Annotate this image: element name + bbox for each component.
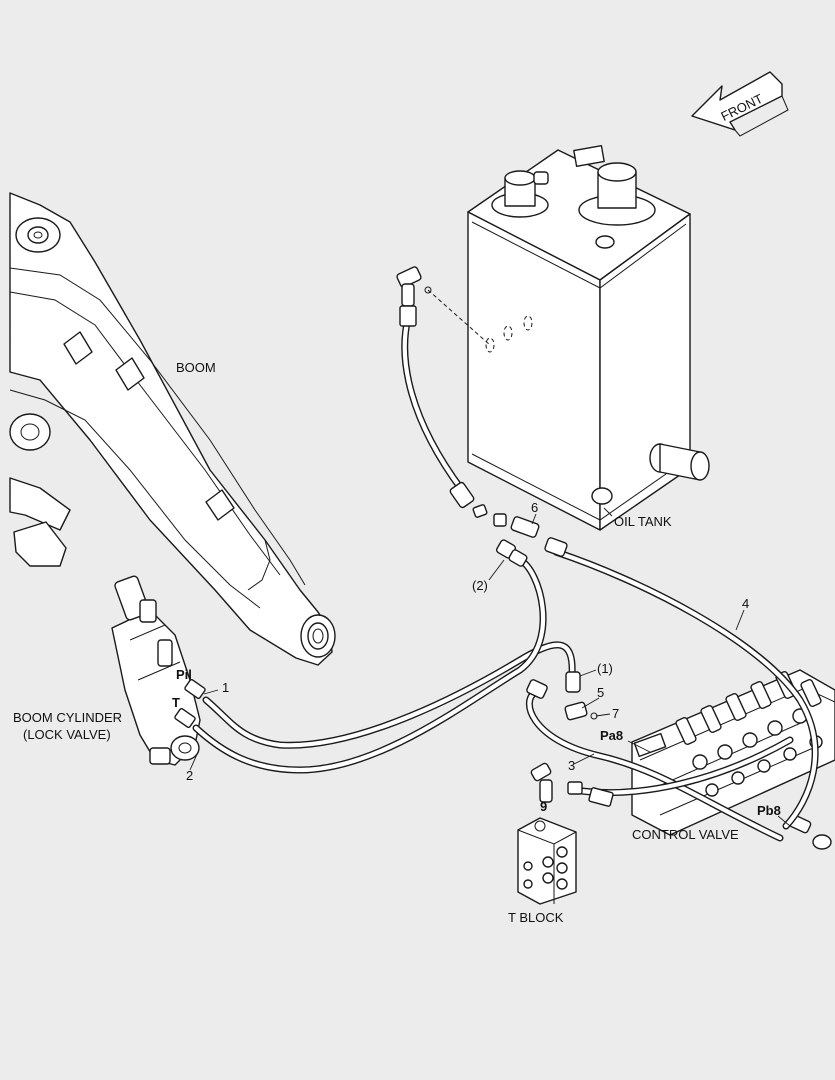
callout-3: 3 <box>568 758 575 773</box>
callout-7: 7 <box>612 706 619 721</box>
callout-9: 9 <box>540 799 547 814</box>
valve-spools <box>633 670 823 797</box>
front-arrow: FRONT <box>691 71 789 137</box>
callout-2-paren: (2) <box>472 578 488 593</box>
oil-tank <box>427 144 710 531</box>
leader-lines <box>189 513 791 827</box>
labels: BOOM OIL TANK BOOM CYLINDER (LOCK VALVE)… <box>13 360 781 925</box>
oil-tank-label: OIL TANK <box>614 514 672 529</box>
callout-1-paren: (1) <box>597 661 613 676</box>
boom-cylinder-label: BOOM CYLINDER <box>13 710 122 725</box>
callout-1: 1 <box>222 680 229 695</box>
t-block-label: T BLOCK <box>508 910 564 925</box>
port-pil-label: Pil <box>176 667 192 682</box>
port-pa8-label: Pa8 <box>600 728 623 743</box>
t-block <box>517 762 577 905</box>
port-t-label: T <box>172 695 180 710</box>
fittings <box>396 266 614 807</box>
callout-2: 2 <box>186 768 193 783</box>
callout-6: 6 <box>531 500 538 515</box>
boom-cylinder-lock-valve <box>111 575 206 766</box>
boom <box>9 192 336 666</box>
lock-valve-label: (LOCK VALVE) <box>23 727 111 742</box>
port-pb8-label: Pb8 <box>757 803 781 818</box>
control-valve-label: CONTROL VALVE <box>632 827 739 842</box>
control-valve <box>631 669 835 850</box>
boom-label: BOOM <box>176 360 216 375</box>
callout-5: 5 <box>597 685 604 700</box>
callout-4: 4 <box>742 596 749 611</box>
